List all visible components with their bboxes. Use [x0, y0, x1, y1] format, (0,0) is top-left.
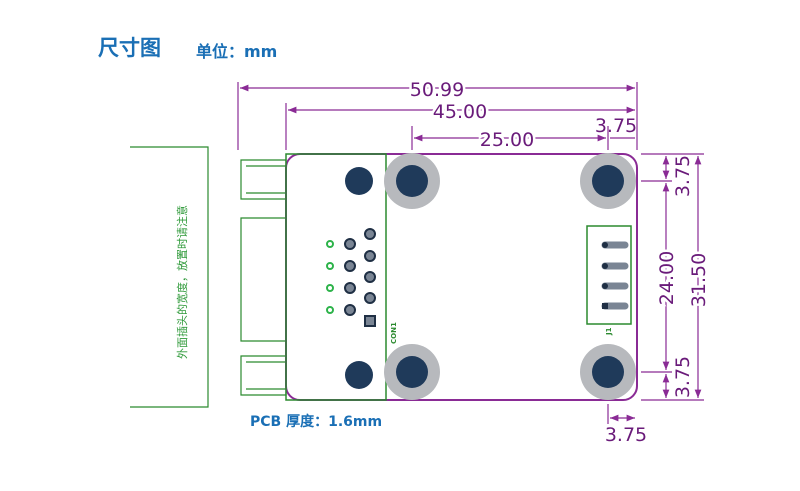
side-note: 外面插头的宽度，放置时请注意: [175, 205, 189, 359]
connector-footprint: [285, 153, 387, 401]
dim-board-height: 31.50: [688, 253, 710, 307]
pin-header-j1: J1: [586, 225, 632, 336]
unit-label: 单位：mm: [196, 42, 278, 61]
pcb-thickness-label: PCB 厚度：1.6mm: [250, 414, 383, 430]
dim-hole-offset-right-bottom: 3.75: [672, 356, 694, 398]
board-mount-holes: [384, 153, 636, 400]
mount-hole-top-right: [580, 153, 636, 209]
dim-overall-width: 50.99: [410, 79, 464, 101]
extension-lines: [237, 82, 704, 424]
dim-board-width: 45.00: [433, 101, 487, 123]
dim-hole-offset-top-right: 3.75: [595, 115, 637, 137]
header-ref-label: J1: [605, 327, 613, 336]
connector-ref-label: CON1: [390, 322, 398, 344]
dim-hole-spacing-y: 24.00: [656, 251, 678, 305]
dim-hole-spacing-x: 25.00: [480, 129, 534, 151]
dim-hole-offset-right-top: 3.75: [672, 155, 694, 197]
mount-hole-bottom-right: [580, 344, 636, 400]
db9-pins: [326, 228, 376, 327]
connector-mount-holes: [345, 167, 373, 389]
external-plug-outline: 外面插头的宽度，放置时请注意: [130, 146, 209, 408]
dim-hole-offset-bottom: 3.75: [605, 424, 647, 446]
dimension-lines: [240, 84, 702, 422]
db9-shell: [240, 159, 287, 396]
page-title: 尺寸图: [98, 36, 161, 60]
mount-hole-top-left: [384, 153, 440, 209]
mount-hole-bottom-left: [384, 344, 440, 400]
